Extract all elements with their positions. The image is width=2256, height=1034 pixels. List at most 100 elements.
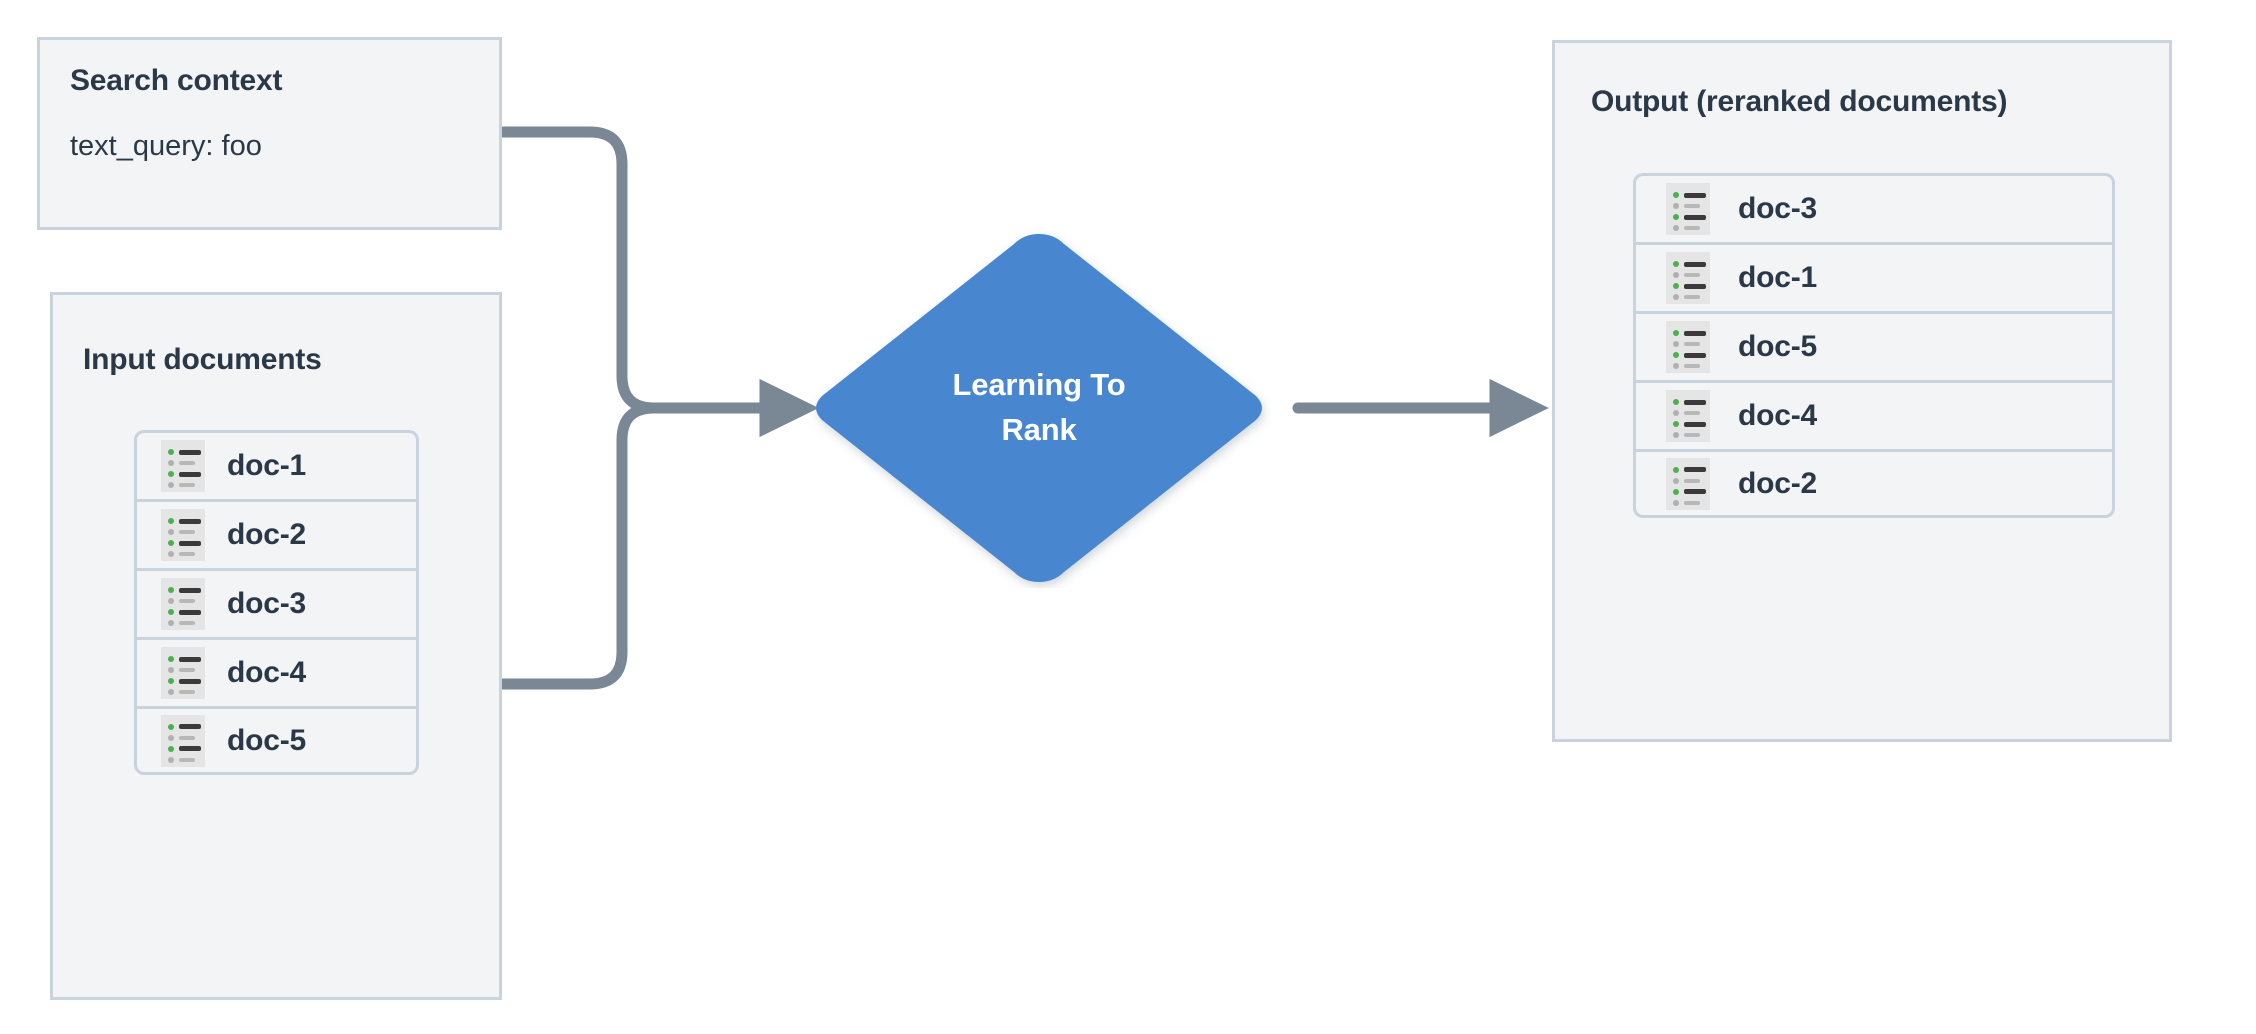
doc-icon-line [179, 449, 201, 455]
doc-icon-line [1684, 283, 1706, 289]
doc-icon-bullet [168, 529, 174, 535]
document-list-icon [161, 578, 205, 630]
doc-icon-row [168, 598, 195, 604]
input-document-list: doc-1 doc-2 doc-3 doc-4 doc-5 [134, 430, 419, 775]
doc-icon-bullet [1673, 399, 1679, 405]
search-context-title: Search context [70, 64, 283, 97]
doc-icon-bullet [168, 460, 174, 466]
document-card[interactable]: doc-3 [134, 568, 419, 637]
document-card[interactable]: doc-4 [134, 637, 419, 706]
doc-icon-line [1684, 204, 1700, 208]
doc-icon-line [179, 483, 195, 487]
document-card[interactable]: doc-5 [134, 706, 419, 775]
doc-icon-row [168, 460, 195, 466]
doc-icon-row [1673, 421, 1706, 427]
doc-icon-row [168, 551, 195, 557]
doc-icon-row [1673, 466, 1706, 473]
doc-icon-line [179, 518, 201, 524]
doc-icon-line [1684, 214, 1706, 220]
doc-icon-bullet [1673, 203, 1679, 209]
doc-icon-bullet [168, 482, 174, 488]
document-card[interactable]: doc-2 [134, 499, 419, 568]
document-card-label: doc-4 [227, 656, 307, 689]
doc-icon-bullet [168, 587, 174, 593]
doc-icon-line [1684, 330, 1706, 336]
doc-icon-bullet [168, 620, 174, 626]
doc-icon-bullet [1673, 410, 1679, 416]
doc-icon-row [1673, 283, 1706, 289]
doc-icon-row [168, 734, 195, 741]
doc-icon-bullet [1673, 499, 1679, 506]
document-card[interactable]: doc-4 [1633, 380, 2115, 449]
doc-icon-row [168, 620, 195, 626]
doc-icon-line [179, 746, 201, 751]
search-context-query-value: text_query: foo [70, 130, 262, 162]
doc-icon-bullet [1673, 352, 1679, 358]
doc-icon-line [179, 621, 195, 625]
doc-icon-row [1673, 352, 1706, 358]
doc-icon-line [179, 461, 195, 465]
doc-icon-bullet [168, 518, 174, 524]
doc-icon-line [179, 471, 201, 477]
doc-icon-line [179, 757, 195, 762]
doc-icon-row [168, 609, 201, 615]
doc-icon-row [168, 656, 201, 662]
doc-icon-bullet [1673, 214, 1679, 220]
doc-icon-row [1673, 214, 1706, 220]
document-card[interactable]: doc-1 [1633, 242, 2115, 311]
doc-icon-line [1684, 364, 1700, 368]
doc-icon-line [179, 735, 195, 740]
document-card[interactable]: doc-2 [1633, 449, 2115, 518]
doc-icon-row [1673, 477, 1700, 484]
doc-icon-line [179, 690, 195, 694]
doc-icon-line [1684, 192, 1706, 198]
doc-icon-line [1684, 500, 1700, 505]
doc-icon-bullet [1673, 225, 1679, 231]
doc-icon-bullet [168, 756, 174, 763]
doc-icon-row [168, 723, 201, 730]
document-card[interactable]: doc-1 [134, 430, 419, 499]
doc-icon-line [179, 656, 201, 662]
doc-icon-line [1684, 226, 1700, 230]
doc-icon-line [1684, 295, 1700, 299]
doc-icon-line [1684, 399, 1706, 405]
doc-icon-line [179, 678, 201, 684]
connector-input-documents-to-process [497, 402, 766, 690]
doc-icon-row [1673, 499, 1700, 506]
doc-icon-row [1673, 203, 1700, 209]
doc-icon-bullet [168, 689, 174, 695]
doc-icon-line [179, 540, 201, 546]
doc-icon-row [168, 667, 195, 673]
doc-icon-bullet [168, 471, 174, 477]
doc-icon-bullet [1673, 192, 1679, 198]
doc-icon-line [179, 599, 195, 603]
doc-icon-row [168, 482, 195, 488]
doc-icon-row [168, 518, 201, 524]
doc-icon-line [179, 587, 201, 593]
learning-to-rank-process-node[interactable]: Learning To Rank [806, 228, 1272, 588]
document-list-icon [161, 647, 205, 699]
doc-icon-bullet [168, 745, 174, 752]
learning-to-rank-label: Learning To Rank [952, 367, 1126, 447]
document-card[interactable]: doc-3 [1633, 173, 2115, 242]
doc-icon-bullet [1673, 341, 1679, 347]
document-list-icon [161, 714, 205, 767]
document-card[interactable]: doc-5 [1633, 311, 2115, 380]
doc-icon-bullet [1673, 294, 1679, 300]
diamond-shape-icon [816, 234, 1262, 582]
input-documents-title: Input documents [83, 343, 322, 376]
document-card-label: doc-2 [1738, 466, 1818, 500]
doc-icon-row [168, 756, 195, 763]
doc-icon-row [168, 745, 201, 752]
doc-icon-bullet [1673, 432, 1679, 438]
doc-icon-line [179, 609, 201, 615]
document-card-label: doc-2 [227, 518, 307, 551]
doc-icon-bullet [168, 449, 174, 455]
doc-icon-bullet [168, 723, 174, 730]
doc-icon-row [1673, 341, 1700, 347]
doc-icon-bullet [168, 734, 174, 741]
document-card-label: doc-3 [1738, 192, 1818, 225]
document-list-icon [1666, 252, 1710, 304]
